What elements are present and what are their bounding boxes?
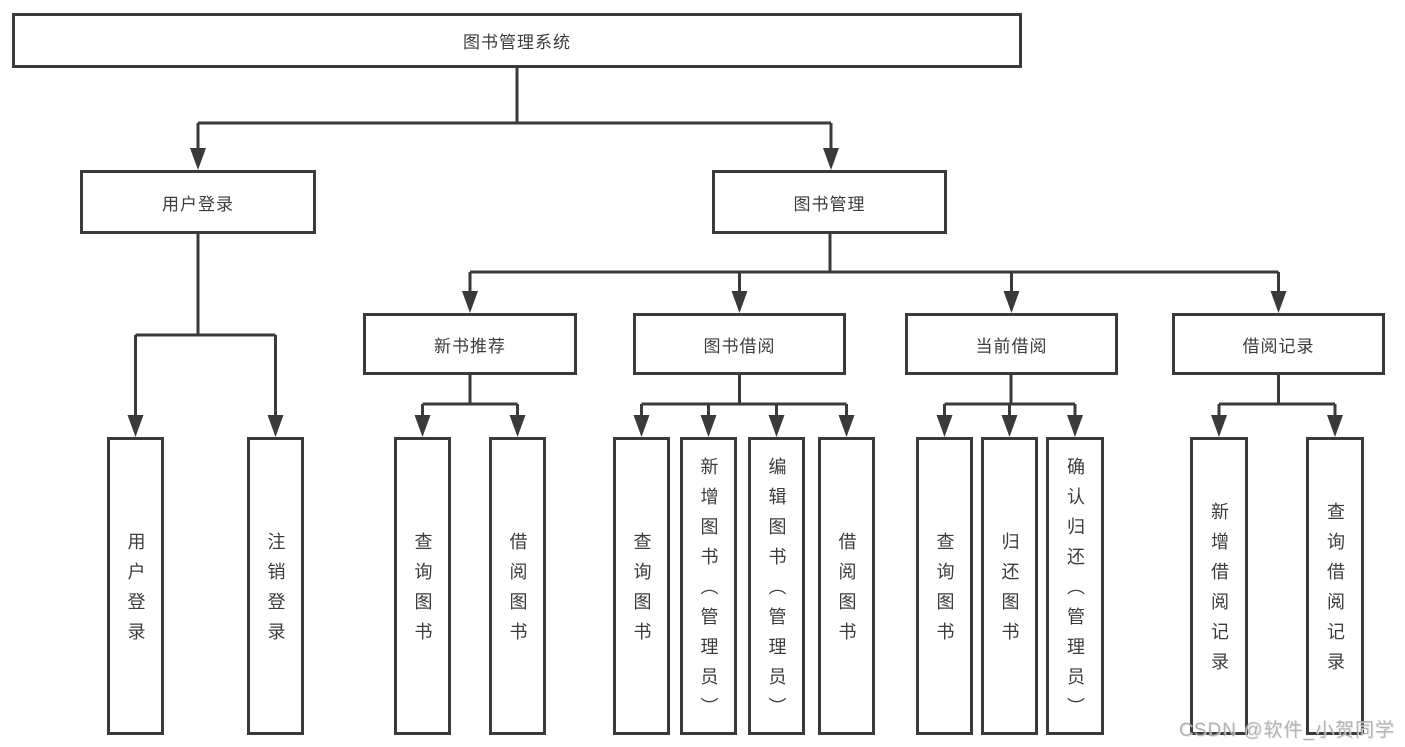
- leaf-nb-query-books-label: 查询图书: [412, 532, 433, 652]
- leaf-bb-edit-books-admin-label: 编辑图书（管理员）: [766, 457, 787, 727]
- leaf-nb-borrow-books: 借阅图书: [489, 437, 546, 735]
- node-root-label: 图书管理系统: [463, 33, 571, 52]
- leaf-br-query-record-label: 查询借阅记录: [1325, 502, 1345, 682]
- leaf-bb-borrow-books-label: 借阅图书: [836, 532, 857, 652]
- node-user-login: 用户登录: [80, 170, 316, 234]
- leaf-bb-add-books-admin: 新增图书（管理员）: [680, 437, 737, 735]
- node-current-borrow-label: 当前借阅: [975, 336, 1048, 356]
- leaf-cb-return-books-label: 归还图书: [999, 532, 1020, 652]
- leaf-user-login-label: 用户登录: [125, 532, 146, 652]
- arrowheads: [127, 148, 1343, 437]
- leaf-bb-query-books: 查询图书: [613, 437, 670, 735]
- leaf-cb-confirm-return-admin: 确认归还（管理员）: [1046, 437, 1104, 735]
- leaf-logout: 注销登录: [247, 437, 304, 735]
- node-borrow-records: 借阅记录: [1172, 313, 1385, 375]
- node-user-login-label: 用户登录: [162, 194, 234, 214]
- node-new-book-recommend-label: 新书推荐: [434, 336, 506, 356]
- node-borrow-records-label: 借阅记录: [1242, 336, 1315, 356]
- node-book-borrow-label: 图书借阅: [703, 336, 776, 356]
- node-new-book-recommend: 新书推荐: [363, 313, 577, 375]
- node-book-management: 图书管理: [712, 170, 947, 234]
- leaf-nb-borrow-books-label: 借阅图书: [507, 532, 528, 652]
- node-book-management-label: 图书管理: [793, 194, 866, 214]
- leaf-bb-edit-books-admin: 编辑图书（管理员）: [748, 437, 805, 735]
- leaf-br-add-record-label: 新增借阅记录: [1209, 502, 1229, 682]
- leaf-cb-return-books: 归还图书: [981, 437, 1038, 735]
- node-root: 图书管理系统: [12, 13, 1022, 68]
- node-current-borrow: 当前借阅: [905, 313, 1118, 375]
- leaf-bb-borrow-books: 借阅图书: [818, 437, 875, 735]
- leaf-bb-add-books-admin-label: 新增图书（管理员）: [698, 457, 719, 727]
- connector-paths: [134, 68, 1337, 417]
- leaf-cb-confirm-return-admin-label: 确认归还（管理员）: [1065, 457, 1085, 727]
- leaf-nb-query-books: 查询图书: [394, 437, 451, 735]
- leaf-br-add-record: 新增借阅记录: [1190, 437, 1248, 735]
- leaf-cb-query-books: 查询图书: [916, 437, 973, 735]
- node-book-borrow: 图书借阅: [633, 313, 846, 375]
- leaf-user-login: 用户登录: [107, 437, 164, 735]
- leaf-bb-query-books-label: 查询图书: [631, 532, 652, 652]
- leaf-br-query-record: 查询借阅记录: [1306, 437, 1364, 735]
- leaf-logout-label: 注销登录: [265, 532, 286, 652]
- leaf-cb-query-books-label: 查询图书: [934, 532, 955, 652]
